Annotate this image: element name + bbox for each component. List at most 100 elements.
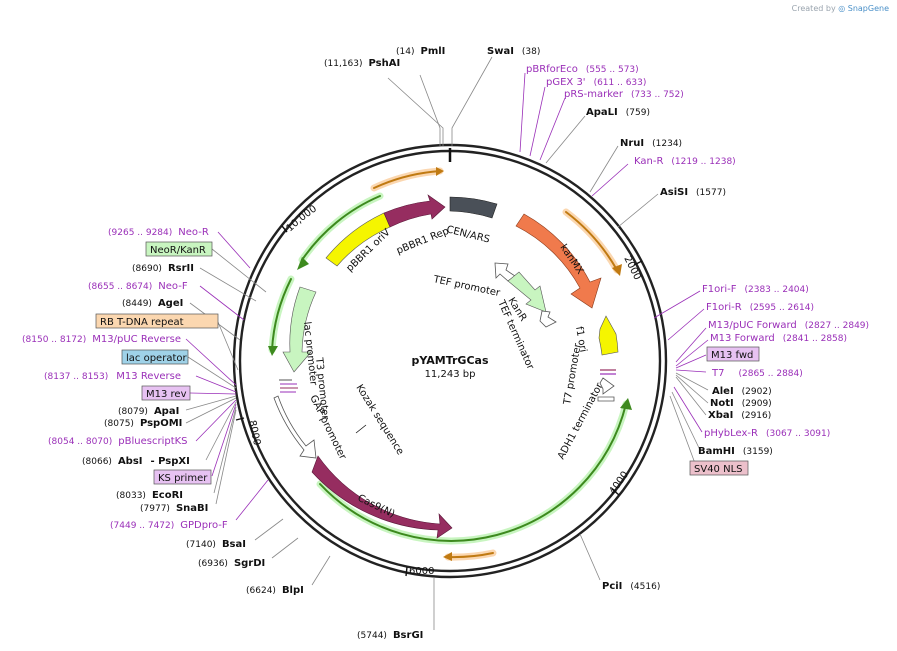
site-m13puc-fwd-pos: (2827 .. 2849) xyxy=(805,321,869,331)
leader-sv40 xyxy=(669,395,697,467)
feature-adh1-terminator[interactable] xyxy=(597,396,615,402)
site-rsrii-name: RsrII xyxy=(168,263,194,274)
m13fwd-box xyxy=(706,346,760,362)
feature-kanr-inner[interactable] xyxy=(507,271,547,313)
plasmid-size: 11,243 bp xyxy=(425,369,476,380)
site-labels-right: F1ori-F (2383 .. 2404) F1ori-R (2595 .. 26… xyxy=(689,284,869,476)
leader-neokanr xyxy=(211,248,267,293)
site-m13-forward-name: M13 Forward xyxy=(710,333,775,344)
site-bsrgi: (5744)BsrGI xyxy=(357,630,423,641)
leader-blpi xyxy=(311,555,331,586)
site-bsrgi-name: BsrGI xyxy=(393,630,423,641)
orange-arc-right xyxy=(565,211,618,271)
site-neor-pos: (9265 .. 9284) xyxy=(108,228,172,238)
feature-cas9n[interactable] xyxy=(311,455,453,539)
feature-cen-ars[interactable] xyxy=(449,196,498,219)
site-pmli-pos: (14) xyxy=(396,47,414,57)
feature-kanr-left[interactable] xyxy=(282,286,317,373)
site-apali-pos: (759) xyxy=(626,108,650,118)
feature-t7-promoter[interactable] xyxy=(599,377,615,395)
site-nrui-name: NruI xyxy=(620,138,644,149)
site-pmli: (14)PmlI xyxy=(396,46,445,57)
site-f1orir-name: F1ori-R xyxy=(706,302,742,313)
site-neor-name: Neo-R xyxy=(178,227,209,238)
site-m13reverse-name: M13 Reverse xyxy=(116,371,181,382)
site-phyblexr-name: pHybLex-R xyxy=(704,428,758,439)
site-agei-name: AgeI xyxy=(158,298,183,309)
site-prsmarker-pos: (733 .. 752) xyxy=(631,90,684,100)
orange-arrow-top xyxy=(436,167,444,176)
leader-pmli xyxy=(419,74,441,146)
leader-f1orir xyxy=(667,308,705,341)
leader-snabi xyxy=(215,409,237,505)
site-f1orif-name: F1ori-F xyxy=(702,284,737,295)
leader-kanr-primer xyxy=(591,163,629,197)
tick-4000-mark xyxy=(611,488,620,496)
leader-pspomi xyxy=(185,397,237,424)
site-apai: (8079)ApaI xyxy=(118,406,179,417)
site-noti-name: NotI xyxy=(710,398,734,409)
leader-m13fwd-box xyxy=(675,354,707,369)
site-m13puc-rev: (8150 .. 8172)M13/pUC Reverse xyxy=(22,334,181,345)
site-bamhi: BamHI (3159) xyxy=(698,446,773,457)
tick-2000-mark xyxy=(633,260,643,266)
orange-arcs xyxy=(370,167,622,561)
leader-noti xyxy=(675,374,709,404)
site-pshai-name: PshAI xyxy=(369,58,401,69)
orf-arc-kanr-glow xyxy=(268,275,295,354)
snapgene-logo-icon: ◎ xyxy=(838,4,846,13)
feature-gap-promoter[interactable] xyxy=(273,395,317,459)
tick-8000-mark xyxy=(235,417,245,421)
site-sgrdi: (6936)SgrDI xyxy=(198,558,265,569)
site-absi-pos: (8066) xyxy=(82,457,112,467)
leader-m13puc-rev xyxy=(185,338,237,386)
site-sgrdi-name: SgrDI xyxy=(234,558,265,569)
label-pbbr1-rep: pBBR1 Rep xyxy=(395,226,451,257)
orf-arrow-kanr xyxy=(268,346,278,356)
site-ecori: (8033)EcoRI xyxy=(116,490,183,501)
site-asisi: AsiSI(1577) xyxy=(660,187,726,198)
site-pcii-name: PciI xyxy=(602,581,622,592)
ticks: 2000 4000 6000 8000 10,000 xyxy=(235,203,643,577)
leader-bamhi xyxy=(671,391,701,451)
site-gpdprof: (7449 .. 7472)GPDpro-F xyxy=(110,520,228,531)
site-pbluescriptks-pos: (8054 .. 8070) xyxy=(48,437,112,447)
site-f1orir-pos: (2595 .. 2614) xyxy=(750,303,814,313)
orange-arc-top-glow xyxy=(370,167,444,192)
leader-f1orif xyxy=(653,290,701,319)
site-m13reverse: (8137 .. 8153)M13 Reverse xyxy=(44,371,181,382)
leader-phyblexr xyxy=(673,386,703,433)
leader-xbai xyxy=(675,376,707,416)
orf-arrow-cas9 xyxy=(620,398,632,410)
site-pshai: (11,163)PshAI xyxy=(324,58,400,69)
site-m13puc-fwd-name: M13/pUC Forward xyxy=(708,320,797,331)
feature-pbbr1-rep[interactable] xyxy=(383,194,446,228)
site-gpdprof-pos: (7449 .. 7472) xyxy=(110,521,174,531)
site-bamhi-name: BamHI xyxy=(698,446,735,457)
site-asisi-pos: (1577) xyxy=(696,188,726,198)
feature-kanmx[interactable] xyxy=(515,213,602,309)
site-swai-pos: (38) xyxy=(522,47,540,57)
orange-arrow-bottom xyxy=(443,552,452,561)
site-neokanr-label: NeoR/KanR xyxy=(150,245,206,256)
site-pbrforeco: pBRforEco(555 .. 573) xyxy=(526,64,639,75)
site-phyblexr: pHybLex-R(3067 .. 3091) xyxy=(704,428,830,439)
site-pspomi-pos: (8075) xyxy=(104,419,134,429)
leader-pgex xyxy=(529,86,546,157)
feature-tef-terminator[interactable] xyxy=(539,310,557,328)
site-pspxi-name: - PspXI xyxy=(151,456,190,467)
leader-neor xyxy=(217,231,251,269)
leader-asisi xyxy=(617,193,659,228)
features xyxy=(273,194,619,539)
leader-pbluescriptks xyxy=(195,399,237,442)
orf-arc-kanr xyxy=(271,278,292,351)
m13rev-box xyxy=(141,385,191,401)
orf-arcs xyxy=(268,192,632,545)
snapgene-watermark: Created by ◎ SnapGene xyxy=(792,4,889,13)
site-f1orif-pos: (2383 .. 2404) xyxy=(744,285,808,295)
leader-gpdprof xyxy=(235,479,269,521)
feature-f1-ori[interactable] xyxy=(598,315,619,356)
site-bamhi-pos: (3159) xyxy=(743,447,773,457)
leader-m13reverse xyxy=(195,375,237,393)
